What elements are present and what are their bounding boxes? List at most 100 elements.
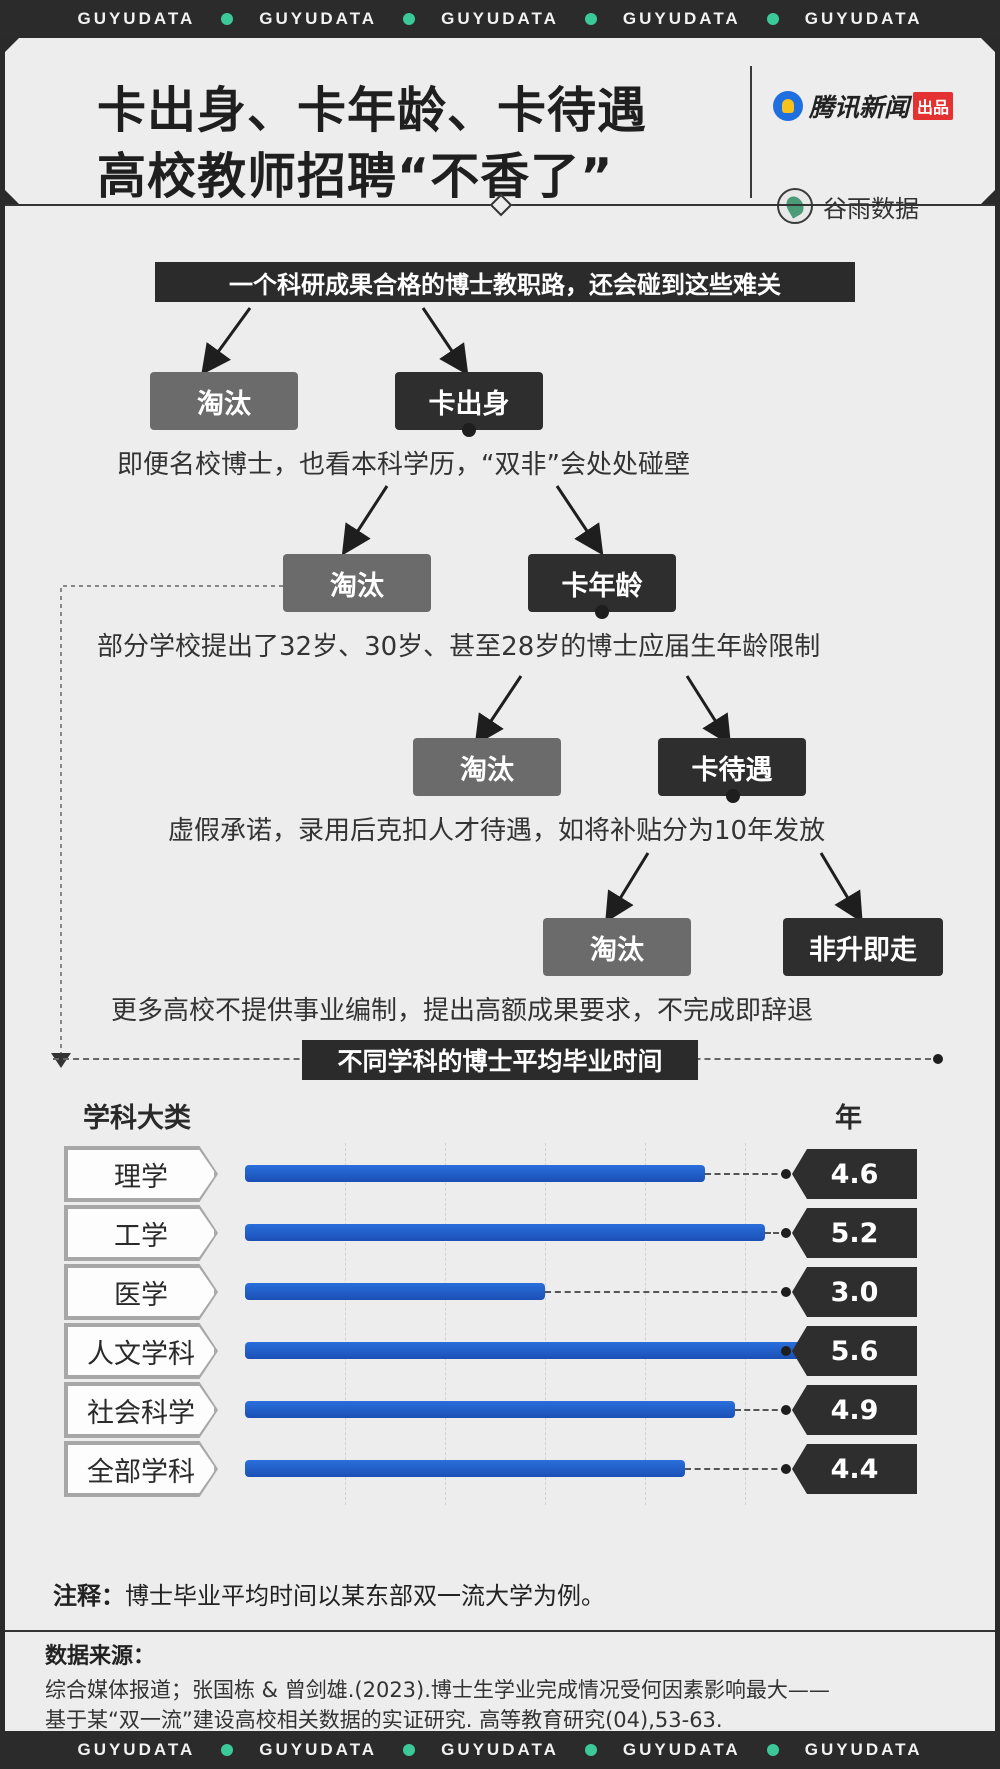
footnote-text: 博士毕业平均时间以某东部双一流大学为例。 bbox=[125, 1582, 605, 1610]
logo1-name: 腾讯新闻 bbox=[809, 93, 910, 122]
dot-icon bbox=[403, 1744, 416, 1756]
arrow bbox=[555, 485, 604, 556]
ticker-word: GUYUDATA bbox=[804, 9, 923, 28]
bar bbox=[245, 1342, 805, 1359]
bottom-ticker: GUYUDATA GUYUDATA GUYUDATA GUYUDATA GUYU… bbox=[0, 1731, 1000, 1769]
grid-line bbox=[745, 1143, 746, 1505]
leader-line bbox=[545, 1291, 787, 1293]
grid-line bbox=[345, 1143, 346, 1505]
header-divider bbox=[750, 66, 752, 198]
step-node-up-or-out: 非升即走 bbox=[783, 918, 943, 976]
bar bbox=[245, 1283, 545, 1300]
value-label: 3.0 bbox=[792, 1267, 917, 1317]
value-label: 4.9 bbox=[792, 1385, 917, 1435]
leader-dot bbox=[781, 1287, 791, 1297]
corner-notch bbox=[5, 190, 19, 204]
grid-line bbox=[645, 1143, 646, 1505]
corner-notch bbox=[5, 38, 19, 52]
value-label: 4.4 bbox=[792, 1444, 917, 1494]
arrow bbox=[421, 307, 469, 376]
logo1-tag: 出品 bbox=[913, 92, 954, 120]
arrow bbox=[201, 307, 252, 376]
footnote: 注释：博士毕业平均时间以某东部双一流大学为例。 bbox=[53, 1576, 605, 1611]
value-label: 4.6 bbox=[792, 1149, 917, 1199]
arrow bbox=[685, 675, 732, 746]
step-node-treatment: 卡待遇 bbox=[658, 738, 806, 796]
leader-line bbox=[765, 1232, 787, 1234]
ticker-word: GUYUDATA bbox=[622, 1740, 741, 1759]
triangle-icon bbox=[51, 1053, 71, 1068]
leaf-seal-icon bbox=[777, 188, 813, 224]
source-title: 数据来源： bbox=[45, 1644, 156, 1669]
dot-icon bbox=[766, 13, 779, 25]
pin-dot bbox=[595, 605, 609, 619]
step-desc-origin: 即便名校博士，也看本科学历，“双非”会处处碰壁 bbox=[117, 450, 690, 480]
arrow bbox=[605, 852, 650, 923]
corner-notch bbox=[981, 190, 995, 204]
category-label: 人文学科 bbox=[66, 1325, 216, 1377]
dot-icon bbox=[584, 1744, 597, 1756]
eliminated-node: 淘汰 bbox=[283, 554, 431, 612]
eliminated-node: 淘汰 bbox=[413, 738, 561, 796]
pin-dot bbox=[726, 789, 740, 803]
category-axis-label: 学科大类 bbox=[83, 1103, 191, 1134]
dot-icon bbox=[766, 1744, 779, 1756]
bar bbox=[245, 1401, 735, 1418]
step-desc-up-or-out: 更多高校不提供事业编制，提出高额成果要求，不完成即辞退 bbox=[111, 996, 814, 1026]
arrow bbox=[474, 675, 523, 746]
eliminated-node: 淘汰 bbox=[543, 918, 691, 976]
eliminated-node: 淘汰 bbox=[150, 372, 298, 430]
category-label: 全部学科 bbox=[66, 1443, 216, 1495]
ticker-word: GUYUDATA bbox=[77, 9, 196, 28]
pin-dot bbox=[462, 423, 476, 437]
dashed-return-line bbox=[60, 585, 283, 1053]
top-ticker: GUYUDATA GUYUDATA GUYUDATA GUYUDATA GUYU… bbox=[0, 0, 1000, 38]
tencent-bell-icon bbox=[773, 91, 803, 121]
arrow bbox=[341, 485, 389, 556]
title-line-1: 卡出身、卡年龄、卡待遇 bbox=[97, 82, 648, 139]
source-line-2: 基于某“双一流”建设高校相关数据的实证研究. 高等教育研究(04),53-63. bbox=[45, 1708, 723, 1732]
step-desc-age: 部分学校提出了32岁、30岁、甚至28岁的博士应届生年龄限制 bbox=[97, 632, 821, 662]
flow-arrows bbox=[51, 307, 863, 1068]
footnote-label: 注释： bbox=[53, 1582, 125, 1610]
leader-dot bbox=[781, 1169, 791, 1179]
leader-dot bbox=[781, 1405, 791, 1415]
value-axis-label: 年 bbox=[835, 1103, 862, 1134]
ticker-word: GUYUDATA bbox=[441, 1740, 559, 1759]
ticker-word: GUYUDATA bbox=[77, 1740, 196, 1759]
dot-icon bbox=[584, 13, 597, 25]
bar bbox=[245, 1224, 765, 1241]
category-label: 工学 bbox=[66, 1207, 216, 1259]
corner-notch bbox=[981, 38, 995, 52]
page-title: 卡出身、卡年龄、卡待遇 高校教师招聘“不香了” bbox=[97, 78, 647, 210]
guyu-data-logo: 谷雨数据 bbox=[777, 188, 919, 224]
step-node-origin: 卡出身 bbox=[395, 372, 543, 430]
arrow bbox=[819, 852, 863, 923]
flow-heading: 一个科研成果合格的博士教职路，还会碰到这些难关 bbox=[155, 262, 855, 302]
category-label: 社会科学 bbox=[66, 1384, 216, 1436]
title-line-2: 高校教师招聘“不香了” bbox=[97, 148, 614, 205]
bar bbox=[245, 1460, 685, 1477]
leader-line bbox=[705, 1173, 787, 1175]
ticker-word: GUYUDATA bbox=[622, 9, 741, 28]
dot-icon bbox=[221, 13, 234, 25]
ticker-word: GUYUDATA bbox=[441, 9, 559, 28]
bar bbox=[245, 1165, 705, 1182]
chart-title: 不同学科的博士平均毕业时间 bbox=[302, 1040, 698, 1080]
step-desc-treatment: 虚假承诺，录用后克扣人才待遇，如将补贴分为10年发放 bbox=[168, 816, 826, 846]
ticker-word: GUYUDATA bbox=[804, 1740, 923, 1759]
tencent-news-logo: 腾讯新闻 出品 bbox=[773, 88, 954, 124]
leader-line bbox=[685, 1468, 787, 1470]
ticker-word: GUYUDATA bbox=[259, 9, 378, 28]
dot-icon bbox=[221, 1744, 234, 1756]
dot-icon bbox=[403, 13, 416, 25]
step-node-age: 卡年龄 bbox=[528, 554, 676, 612]
source-separator bbox=[5, 1630, 995, 1632]
leader-line bbox=[735, 1409, 787, 1411]
leader-dot bbox=[781, 1464, 791, 1474]
category-label: 医学 bbox=[66, 1266, 216, 1318]
value-label: 5.2 bbox=[792, 1208, 917, 1258]
infographic-panel: 卡出身、卡年龄、卡待遇 高校教师招聘“不香了” 腾讯新闻 出品 谷雨数据 一个科… bbox=[5, 38, 995, 1732]
leader-dot bbox=[781, 1228, 791, 1238]
leader-dot bbox=[781, 1346, 791, 1356]
